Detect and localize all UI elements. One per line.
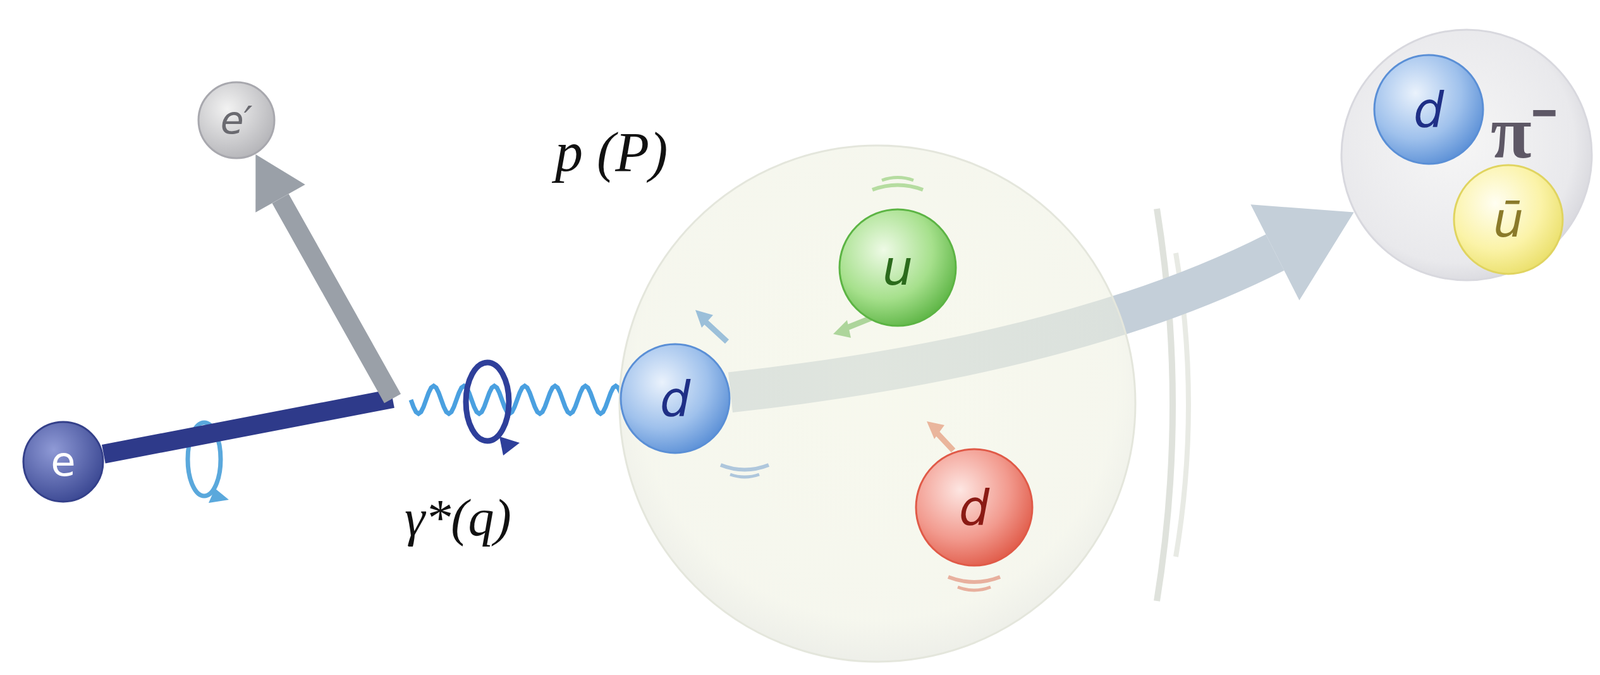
- anti-up-quark: ū: [1452, 163, 1564, 275]
- circle-shape: [198, 82, 275, 159]
- spin-arrowhead: [208, 488, 229, 503]
- node-label: ū: [1493, 191, 1524, 248]
- down-quark: d: [1373, 53, 1485, 165]
- incoming-beam: [103, 398, 393, 454]
- node-label: e: [50, 438, 76, 485]
- down-quark: d: [619, 342, 731, 454]
- node-label: d: [659, 370, 691, 427]
- polarisation-arrowhead: [499, 436, 520, 456]
- circle-shape: [1341, 29, 1592, 281]
- circle-shape: [619, 145, 1136, 662]
- up-quark: u: [838, 207, 958, 327]
- connector-arrow: [103, 154, 393, 454]
- node-label: π⁻: [1490, 77, 1558, 180]
- node-label: e′: [220, 97, 253, 143]
- electron: e: [22, 420, 105, 503]
- down-quark: d: [914, 447, 1034, 567]
- node-label: u: [882, 239, 913, 296]
- arrowhead: [1250, 204, 1354, 301]
- circle-shape: [839, 209, 956, 326]
- motion-arc: [1156, 208, 1173, 601]
- circle-shape: [23, 421, 104, 502]
- outgoing-beam: [280, 198, 393, 399]
- polarisation-loop: [465, 362, 509, 441]
- node-label: p (P): [555, 120, 668, 184]
- pion: π⁻ dū: [1340, 28, 1594, 282]
- circle-shape: [1453, 164, 1563, 274]
- circle-shape: [1374, 54, 1484, 164]
- node-label: d: [1413, 81, 1444, 138]
- particle-label: γ*(q): [404, 488, 512, 548]
- proton: p (P)dud: [618, 144, 1137, 663]
- node-label: d: [958, 479, 990, 536]
- circle-shape: [620, 343, 730, 453]
- scattered-electron: e′: [197, 80, 276, 160]
- circle-shape: [916, 448, 1033, 566]
